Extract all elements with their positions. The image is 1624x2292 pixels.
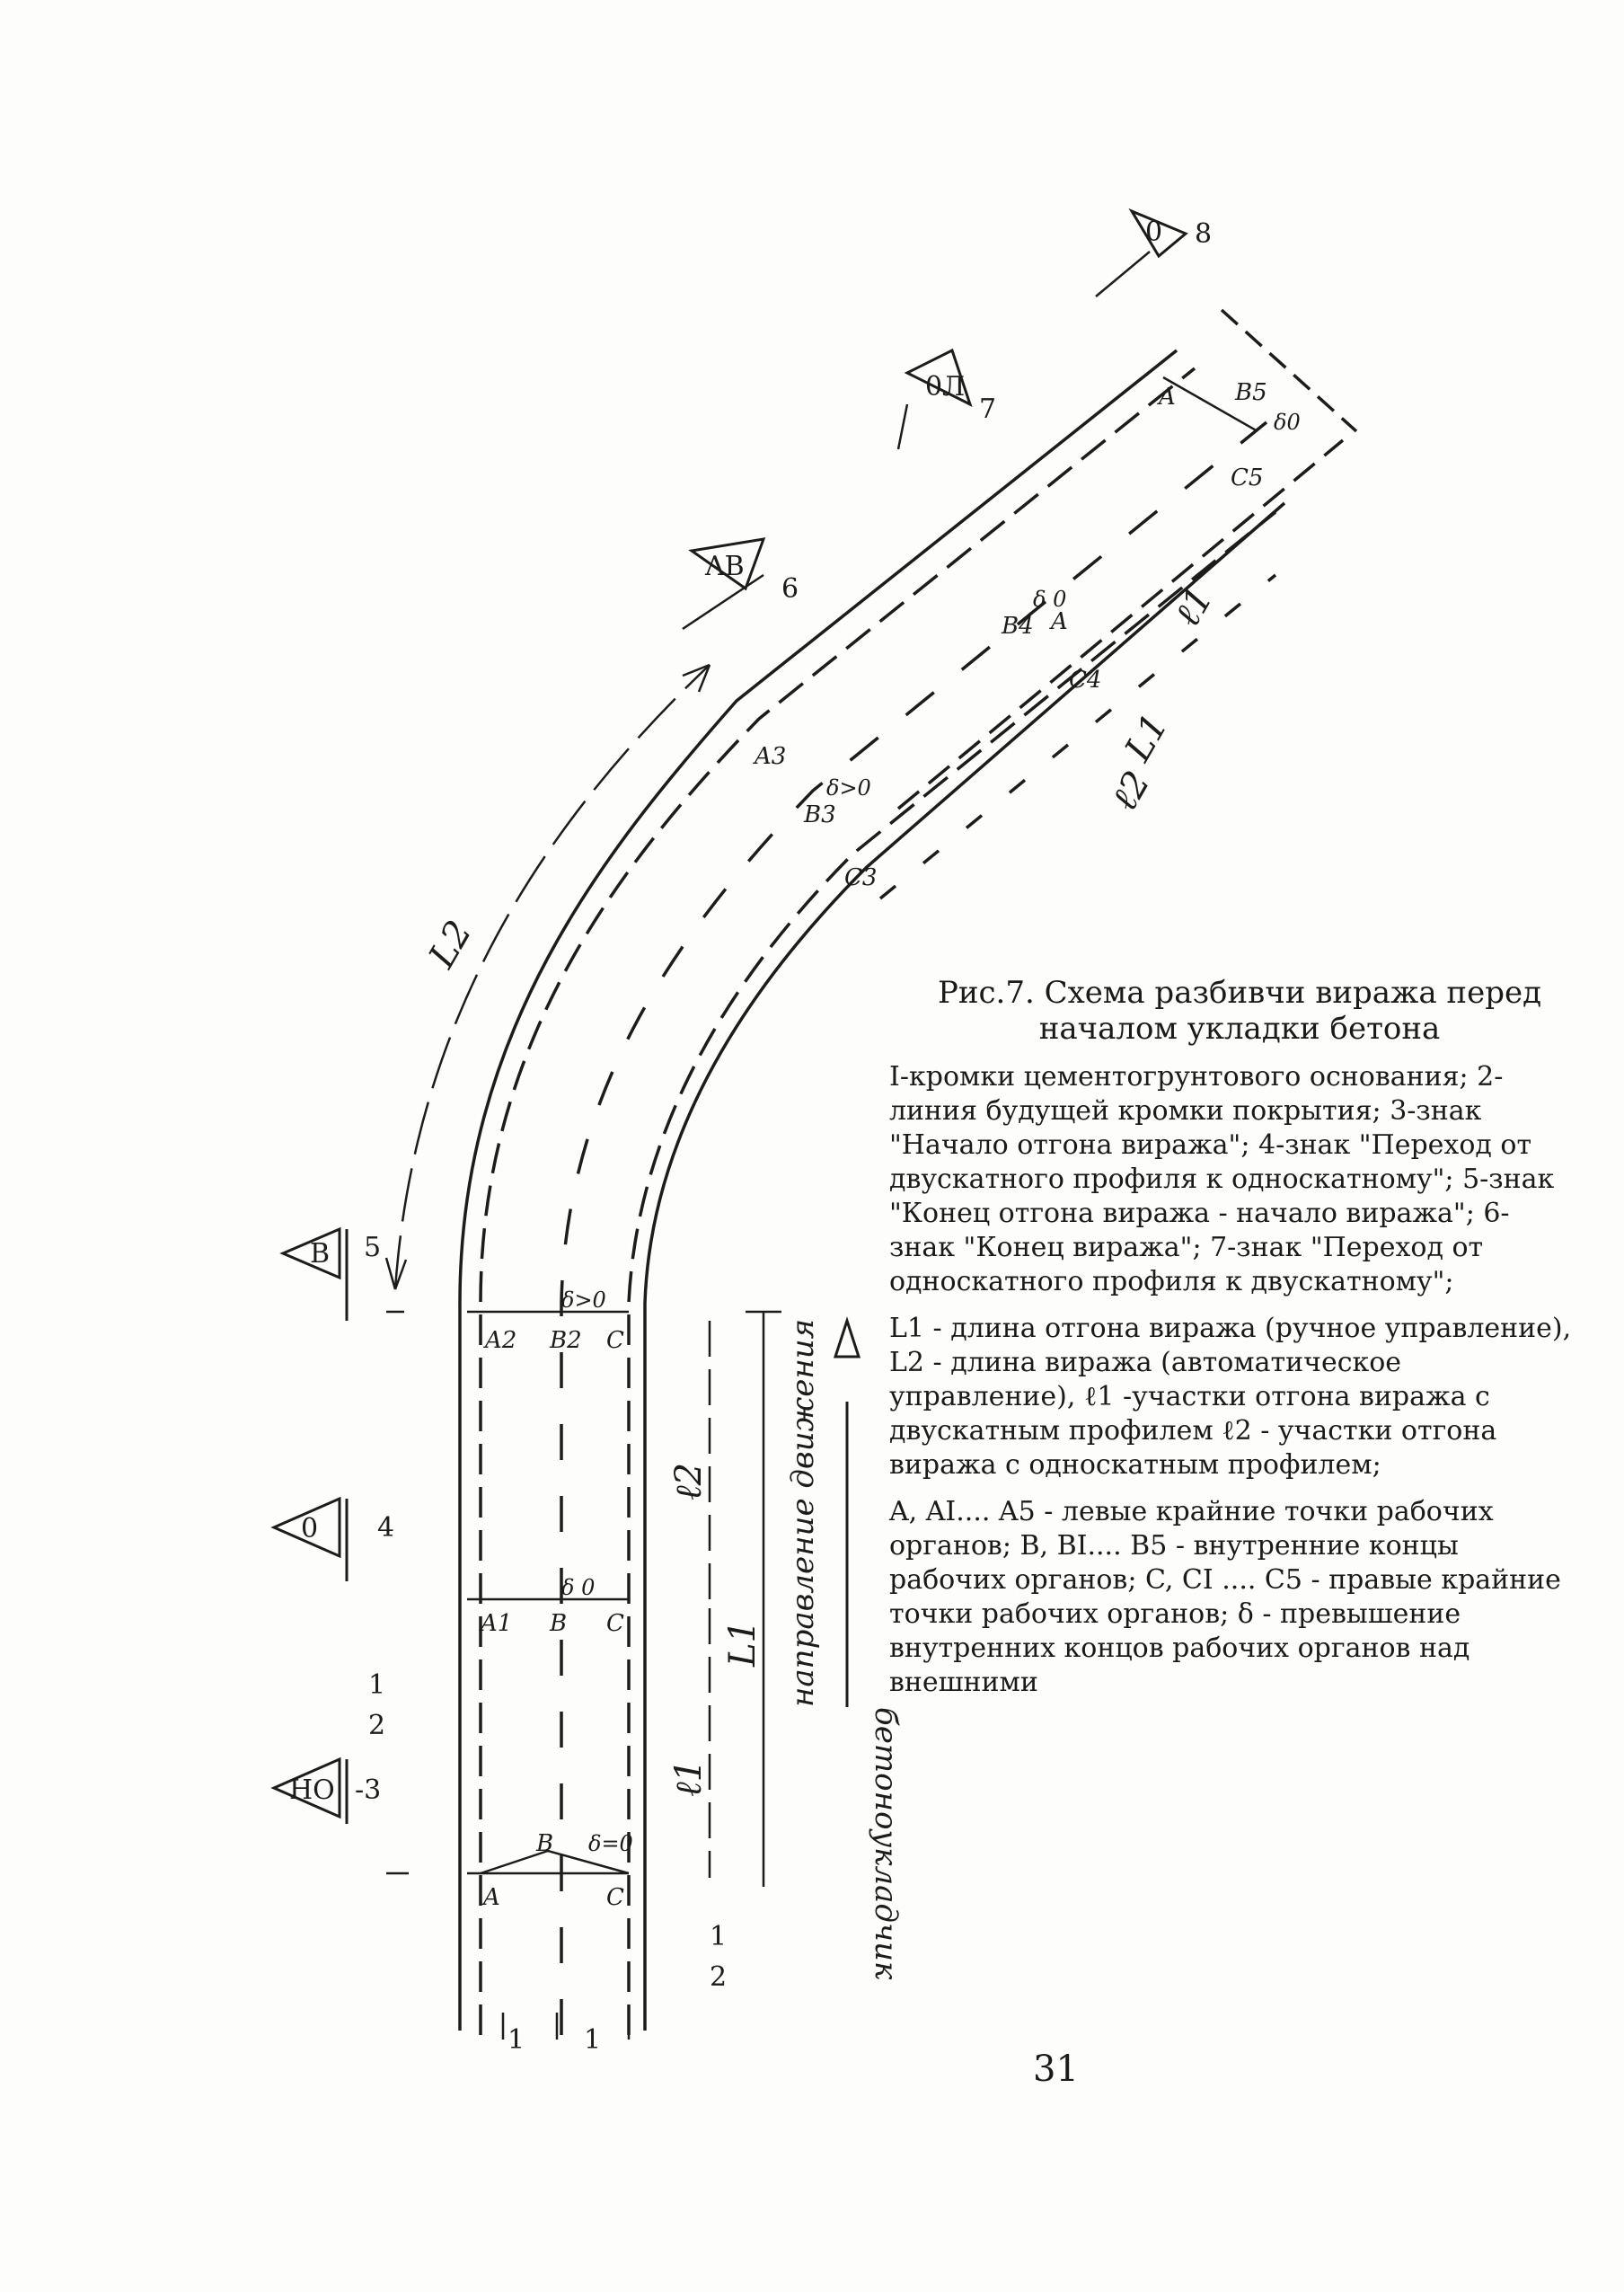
- sign6-leader: [682, 573, 764, 631]
- outer-right-edge-line: [896, 438, 1345, 810]
- sign-6-triangle: [688, 537, 766, 591]
- legend-points: A, AI.... A5 - левые крайние точки рабоч…: [889, 1496, 1561, 1698]
- callout-1: 1: [368, 1669, 385, 1701]
- point-B4: B4: [1001, 613, 1034, 640]
- top-cross-section-line: [1162, 376, 1258, 433]
- L2-arc-arrow-end: [384, 1257, 408, 1290]
- right-pavement-edge-line: [627, 510, 1277, 2035]
- l1-label: ℓ1: [668, 1759, 710, 1797]
- sign-7-label: 0Л: [925, 371, 965, 403]
- bottom-edge-1b: 1: [584, 2024, 601, 2056]
- point-C2: C: [606, 1327, 624, 1354]
- right-base-edge-line: [643, 501, 1286, 2031]
- tick-marks-left: [386, 1310, 409, 1875]
- point-B3: B3: [803, 801, 836, 828]
- figure-caption-title: Рис.7. Схема разбивчи виража перед начал…: [937, 975, 1542, 1047]
- L1-top-label: L1: [1116, 707, 1176, 769]
- L2-dimension-arc: [393, 664, 710, 1290]
- L1-dimension-line: [746, 1310, 781, 1887]
- point-C3: C3: [844, 864, 877, 891]
- sign-5-label: В: [310, 1238, 330, 1270]
- callout-7: 7: [979, 394, 996, 425]
- outer-right-dash-line: [878, 573, 1277, 900]
- point-A3: A3: [753, 743, 786, 770]
- point-B2: B2: [549, 1327, 582, 1354]
- legend-lengths: L1 - длина отгона виража (ручное управле…: [889, 1313, 1572, 1481]
- point-B5: B5: [1234, 379, 1267, 406]
- sign8-leader: [1095, 251, 1151, 297]
- l2-top-label: ℓ2: [1104, 765, 1159, 818]
- sign-7-triangle: [904, 348, 973, 407]
- L1-label: L1: [722, 1620, 763, 1668]
- point-A5: A: [1157, 384, 1176, 411]
- bottom-edge-1: 1: [508, 2024, 525, 2056]
- bottom-label-1: 1: [710, 1921, 727, 1952]
- sign-6-label: ΛВ: [704, 551, 745, 582]
- point-B: B: [535, 1830, 553, 1857]
- page-number: 31: [1033, 2049, 1079, 2090]
- delta-label-start: δ=0: [588, 1831, 633, 1856]
- delta-label-A5: δ0: [1274, 410, 1301, 435]
- callout-8: 8: [1195, 218, 1212, 250]
- point-C1: C: [606, 1610, 624, 1637]
- L2-label: L2: [420, 914, 480, 976]
- delta-label-A3: δ>0: [826, 775, 871, 801]
- center-line: [560, 420, 1268, 2035]
- sign-4-label: 0: [301, 1513, 318, 1544]
- bottom-ticks: [501, 2013, 631, 2040]
- delta-label-A1: δ 0: [561, 1575, 595, 1600]
- point-C: C: [606, 1884, 624, 1911]
- point-C5: C5: [1231, 465, 1263, 491]
- callout-6: 6: [781, 573, 799, 605]
- callout-4: 4: [377, 1512, 394, 1544]
- delta-label-A4: δ 0: [1033, 587, 1066, 612]
- traffic-arrowhead: [833, 1316, 861, 1358]
- sign-8-triangle: [1128, 208, 1188, 259]
- paver-label: бетоноукладчик: [868, 1707, 904, 1980]
- callout-3: -3: [355, 1774, 381, 1806]
- L2-arc-arrow-start: [682, 663, 711, 693]
- point-B1: B: [549, 1610, 567, 1637]
- callout-5: 5: [364, 1232, 381, 1263]
- traffic-direction-label: направление движения: [785, 1319, 821, 1707]
- bottom-label-2: 2: [710, 1961, 727, 1993]
- l1-top-label: ℓ1: [1167, 580, 1222, 633]
- sign-3-label: НО: [289, 1774, 335, 1806]
- start-cross-section-line: [480, 1849, 630, 1875]
- point-A2: A2: [483, 1327, 516, 1354]
- l2-label: ℓ2: [668, 1463, 710, 1500]
- point-A1: A1: [479, 1610, 512, 1637]
- sign7-leader: [896, 403, 909, 450]
- figure-legend: I-кромки цементогрунтового основания; 2-…: [889, 1060, 1572, 1712]
- delta-label-A2: δ>0: [561, 1288, 606, 1313]
- left-base-edge-line: [458, 349, 1178, 2031]
- left-pavement-edge-line: [479, 367, 1196, 2035]
- station-ticks: [467, 1310, 629, 1875]
- legend-line-items: I-кромки цементогрунтового основания; 2-…: [889, 1061, 1555, 1297]
- sign-8-label: 0: [1145, 217, 1162, 248]
- point-C4: C4: [1069, 667, 1101, 694]
- callout-2: 2: [368, 1710, 385, 1741]
- point-A: A: [481, 1884, 500, 1911]
- sign-5-triangle: [279, 1226, 341, 1280]
- point-A4: A: [1049, 608, 1068, 635]
- sign-3-triangle: [270, 1757, 341, 1819]
- sign-4-triangle: [270, 1496, 341, 1559]
